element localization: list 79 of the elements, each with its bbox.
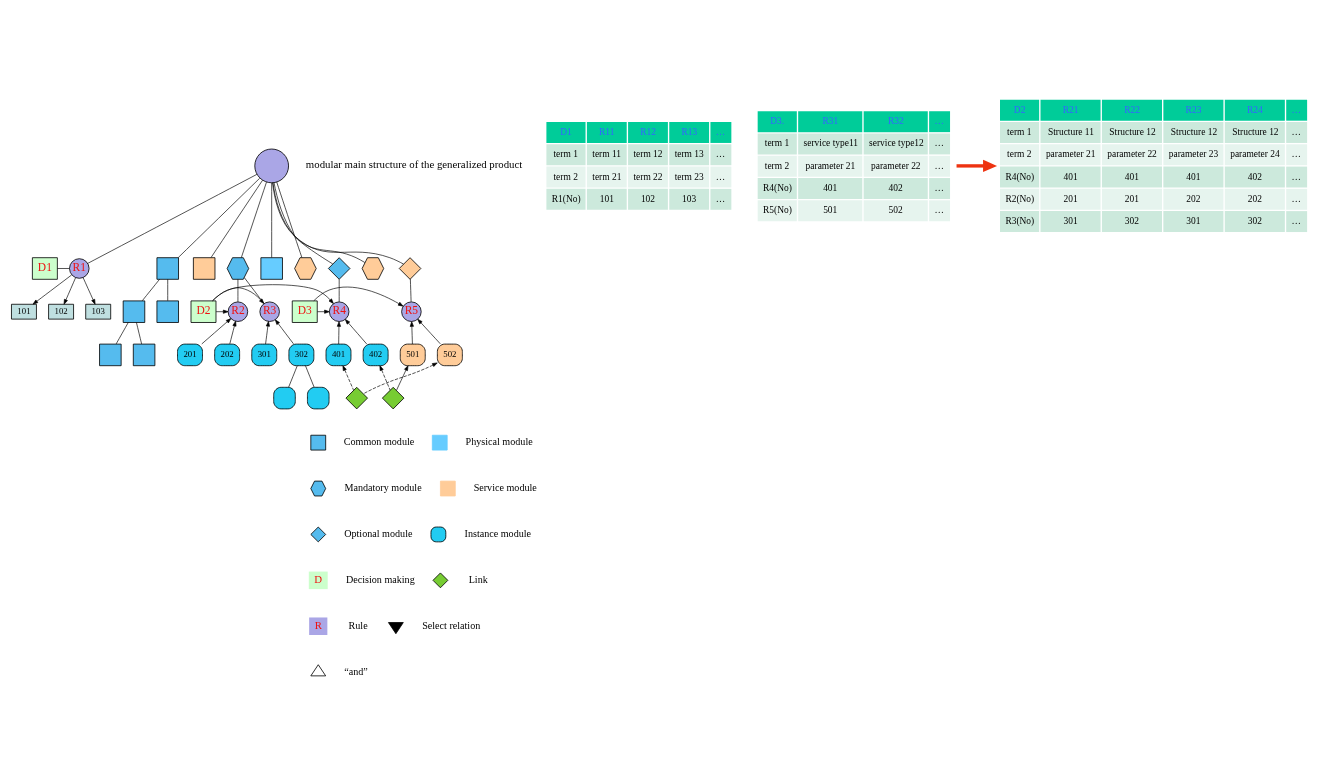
node-box bbox=[122, 300, 146, 323]
arrow bbox=[345, 318, 367, 344]
node-box bbox=[192, 256, 216, 280]
node-circle: R1 bbox=[69, 257, 90, 279]
node-box: 102 bbox=[48, 303, 74, 320]
node-box bbox=[156, 256, 179, 280]
connector bbox=[177, 177, 261, 258]
node-box: D2 bbox=[190, 300, 217, 323]
legend-label: Physical module bbox=[465, 435, 533, 447]
arrow bbox=[342, 364, 354, 390]
node-box bbox=[99, 343, 122, 366]
legend-label: Link bbox=[468, 573, 488, 585]
arrow bbox=[63, 276, 76, 305]
connector bbox=[210, 179, 263, 258]
node-box bbox=[132, 343, 156, 366]
node-diamond bbox=[398, 256, 422, 280]
arrow bbox=[229, 320, 237, 344]
arrow bbox=[82, 276, 96, 305]
connector bbox=[136, 321, 142, 344]
node-box bbox=[260, 256, 283, 280]
node-box: D1 bbox=[32, 256, 58, 280]
label: R bbox=[314, 618, 322, 631]
arrow bbox=[363, 362, 438, 394]
connector bbox=[57, 267, 70, 269]
label: D bbox=[314, 572, 323, 585]
connector bbox=[167, 278, 169, 301]
connector bbox=[271, 182, 272, 258]
node-circle bbox=[254, 148, 289, 183]
node-diamond bbox=[381, 386, 405, 409]
connector bbox=[288, 364, 298, 387]
arrow bbox=[275, 319, 294, 344]
connector bbox=[273, 181, 334, 264]
connector bbox=[272, 181, 366, 263]
legend-label: Decision making bbox=[345, 573, 415, 585]
connector bbox=[305, 364, 315, 387]
node-diamond bbox=[345, 386, 368, 409]
arrow bbox=[313, 286, 404, 306]
node-box: 103 bbox=[85, 303, 112, 320]
node-hexagon bbox=[294, 256, 317, 280]
node-box bbox=[273, 386, 296, 409]
connector bbox=[272, 181, 404, 264]
connector bbox=[276, 181, 303, 258]
arrow bbox=[396, 364, 409, 391]
node-box: 101 bbox=[11, 303, 37, 320]
connector bbox=[338, 278, 340, 302]
legend-label: Service module bbox=[473, 481, 537, 493]
arrow bbox=[417, 318, 441, 344]
legend-label: Instance module bbox=[464, 527, 532, 539]
node-hexagon bbox=[361, 256, 385, 280]
connector bbox=[244, 276, 265, 304]
node-box bbox=[307, 386, 330, 409]
legend-label: Mandatory module bbox=[344, 481, 422, 493]
arrow bbox=[317, 309, 330, 314]
connector bbox=[115, 321, 129, 344]
legend-label: Common module bbox=[343, 435, 415, 447]
node-diamond bbox=[327, 256, 351, 280]
connector bbox=[237, 278, 239, 302]
node-label: modular main structure of the generalized product bbox=[305, 157, 523, 170]
connector bbox=[141, 278, 160, 301]
arrow bbox=[379, 364, 391, 390]
connector bbox=[410, 278, 412, 302]
arrow bbox=[336, 320, 341, 344]
connector bbox=[241, 181, 267, 258]
node-circle: R3 bbox=[259, 301, 280, 322]
node-box bbox=[156, 300, 179, 323]
arrow bbox=[215, 309, 229, 314]
arrow bbox=[265, 320, 270, 344]
legend-label: Rule bbox=[348, 619, 368, 631]
legend-label: Optional module bbox=[344, 527, 413, 539]
arrow bbox=[212, 283, 334, 304]
arrow bbox=[409, 320, 414, 344]
node-hexagon bbox=[226, 256, 250, 280]
arrow bbox=[32, 274, 72, 304]
legend-label: “and” bbox=[344, 665, 368, 677]
arrow bbox=[956, 159, 998, 172]
arrow bbox=[201, 317, 232, 344]
connector bbox=[87, 173, 258, 264]
node-box: D3 bbox=[291, 300, 318, 323]
legend-label: Select relation bbox=[422, 619, 481, 631]
